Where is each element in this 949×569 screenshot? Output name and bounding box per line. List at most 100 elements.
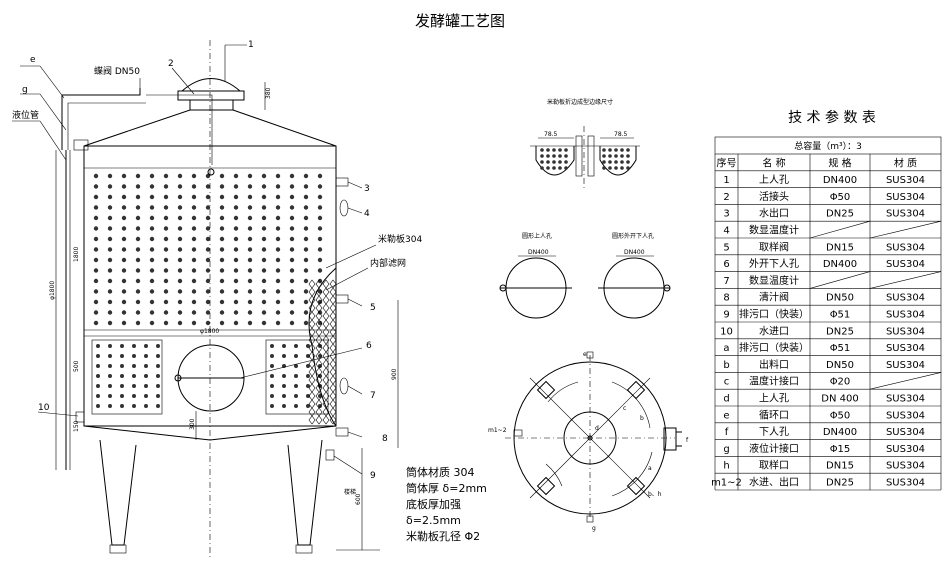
table-cell: 排污口（快装） — [739, 308, 809, 321]
table-cell: SUS304 — [886, 360, 925, 371]
table-cell: Φ15 — [830, 444, 851, 455]
table-cell: Φ50 — [830, 410, 851, 421]
dim-shell: 1800 — [73, 247, 80, 262]
nozzle-10 — [75, 411, 85, 423]
top-manhole — [177, 90, 245, 101]
dimple-dim-b: 78.5 — [614, 131, 628, 138]
bottom-manhole-detail: 圆形外开下人孔 DN400 — [598, 232, 671, 319]
callout-g: g — [22, 85, 28, 95]
plan-label-m: m1~2 — [488, 427, 507, 434]
table-cell: 5 — [723, 242, 729, 253]
table-cell: DN400 — [823, 175, 857, 186]
table-cell: 水进、出口 — [749, 476, 799, 489]
nozzle-4 — [339, 199, 349, 217]
table-cell: DN15 — [826, 242, 854, 253]
callout-7: 7 — [370, 391, 376, 401]
table-cell: DN400 — [823, 259, 857, 270]
dim-right: 900 — [391, 368, 398, 380]
dimple-edge-detail: 米勒板折边成型边缘尺寸 78.5 78.5 — [530, 98, 640, 190]
table-cell: 水出口 — [759, 207, 789, 220]
table-cell: 上人孔 — [759, 393, 789, 405]
internal-pipe — [146, 94, 213, 165]
table-cell: SUS304 — [886, 461, 925, 472]
bottom-manhole-dim: DN400 — [624, 249, 645, 256]
dim-low-4: 150 — [73, 420, 80, 432]
dimple-panel-left — [91, 339, 163, 415]
table-cell: 8 — [723, 293, 729, 304]
table-cell: DN50 — [826, 360, 854, 371]
table-cell: 清汁阀 — [759, 291, 789, 304]
dim-low-1: 500 — [73, 360, 80, 372]
table-cell: SUS304 — [886, 259, 925, 270]
callout-3: 3 — [364, 184, 370, 194]
plan-label-e: e — [583, 351, 587, 358]
table-cell: Φ20 — [830, 377, 851, 388]
inner-filter — [308, 267, 337, 427]
table-cell: DN50 — [826, 293, 854, 304]
table-cell: 4 — [723, 226, 729, 237]
top-manhole-dim: DN400 — [528, 249, 549, 256]
dimple-jacket-lower — [96, 344, 322, 408]
dimple-dim-a: 78.5 — [544, 131, 558, 138]
plan-label-d: d — [595, 425, 599, 432]
table-cell: DN400 — [823, 427, 857, 438]
table-cell: 2 — [723, 192, 729, 203]
tank-leg-left — [99, 439, 137, 546]
table-cell: 液位计接口 — [749, 442, 799, 455]
plan-view-labels: e c b d f g m1~2 b、h a — [488, 351, 689, 532]
note-bottom-thickness: δ=2.5mm — [406, 514, 461, 527]
dim-leg: 600 — [355, 493, 362, 505]
nozzle-7 — [339, 377, 349, 395]
table-cell: 6 — [723, 259, 729, 270]
tank-top-cone — [83, 109, 337, 147]
table-cell: g — [723, 444, 729, 455]
table-cell: Φ50 — [830, 192, 851, 203]
note-bottom-plate: 底板厚加强 — [406, 497, 461, 511]
table-cell: 水进口 — [759, 325, 789, 337]
table-header-cell: 规 格 — [828, 156, 851, 169]
table-header-cell: 序号 — [717, 156, 737, 169]
callout-butterfly-valve: 蝶阀 DN50 — [94, 65, 140, 77]
tank-elevation — [61, 40, 349, 560]
note-hole-diameter: 米勒板孔径 Φ2 — [406, 529, 480, 543]
callout-dimple-plate: 米勒板304 — [378, 233, 422, 245]
table-cell: f — [725, 427, 729, 438]
dimple-jacket-upper — [93, 173, 323, 326]
table-cell: DN25 — [826, 209, 854, 220]
table-cell: 9 — [723, 310, 729, 321]
callout-e: e — [30, 55, 36, 65]
material-notes: 筒体材质 304 筒体厚 δ=2mm 底板厚加强 δ=2.5mm 米勒板孔径 Φ… — [406, 465, 487, 543]
table-cell: c — [724, 377, 730, 388]
table-cell: d — [723, 394, 729, 405]
table-cell: DN15 — [826, 461, 854, 472]
nozzle-5 — [335, 294, 349, 304]
dimple-panel-right — [265, 339, 329, 415]
table-cell: SUS304 — [886, 478, 925, 489]
table-cell: SUS304 — [886, 343, 925, 354]
note-shell-thickness: 筒体厚 δ=2mm — [406, 481, 487, 495]
table-cell: 出料口 — [759, 358, 789, 371]
table-cell: Φ51 — [830, 310, 851, 321]
plan-view — [505, 351, 682, 523]
table-cell: 循环口 — [759, 408, 789, 421]
nozzle-8 — [335, 427, 349, 437]
table-cell: 数显温度计 — [749, 274, 799, 287]
table-cell: DN25 — [826, 478, 854, 489]
filter-mesh — [308, 279, 337, 425]
top-manhole-lid — [181, 78, 241, 92]
table-cell: 下人孔 — [759, 426, 789, 438]
plan-label-f: f — [686, 437, 689, 444]
table-cell: h — [723, 461, 729, 472]
nozzle-3 — [335, 177, 349, 187]
table-cell: b — [723, 360, 729, 371]
table-cell: 取样口 — [759, 459, 789, 472]
nozzle-9 — [325, 449, 335, 461]
dim-diameter: φ1800 — [200, 328, 219, 335]
table-capacity: 总容量（m³）：3 — [794, 140, 862, 152]
dimple-detail-title: 米勒板折边成型边缘尺寸 — [547, 98, 613, 106]
table-cell: a — [723, 343, 729, 354]
plan-label-a: a — [648, 465, 652, 472]
table-cell: 活接头 — [759, 190, 789, 203]
callout-inner-filter: 内部滤网 — [370, 257, 406, 269]
table-cell: SUS304 — [886, 310, 925, 321]
